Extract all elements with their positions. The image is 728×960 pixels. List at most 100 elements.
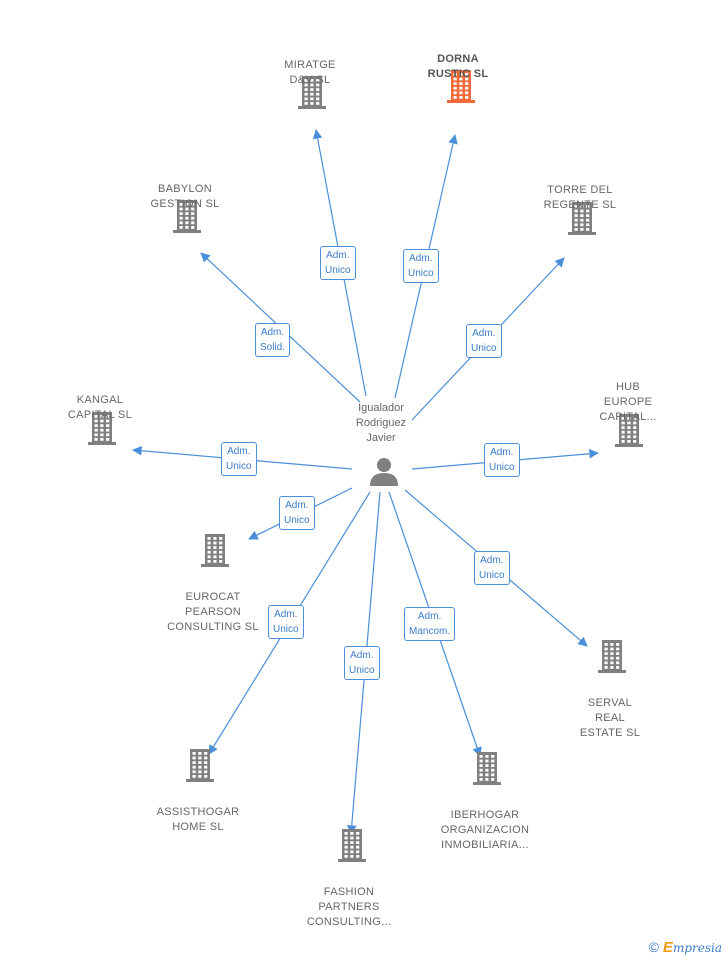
person-icon[interactable]	[368, 455, 400, 487]
company-node-torre[interactable]	[565, 200, 599, 236]
company-label-line: INMOBILIARIA...	[441, 839, 529, 851]
company-label-line: PEARSON	[185, 606, 241, 618]
building-icon	[473, 752, 501, 785]
relation-badge-fashion: Adm. Unico	[344, 646, 380, 680]
relation-badge-hub: Adm.Unico	[484, 443, 520, 477]
copyright-symbol: ©	[648, 939, 659, 955]
center-name-line-1: Igualador	[358, 402, 404, 414]
company-label-line: FASHION	[323, 886, 375, 898]
company-label-fashion[interactable]: FASHION PARTNERS CONSULTING...	[274, 885, 424, 930]
building-icon	[338, 829, 366, 862]
company-label-line: D&V SL	[289, 74, 331, 86]
relation-badge-line: Adm.	[409, 253, 433, 264]
company-label-line: RUSTIC SL	[427, 68, 489, 80]
company-node-dorna[interactable]	[444, 68, 478, 104]
company-label-assisthogar[interactable]: ASSISTHOGAR HOME SL	[123, 805, 273, 835]
company-node-hub[interactable]	[612, 412, 646, 448]
relation-badge-line: Unico	[325, 265, 351, 276]
company-label-serval[interactable]: SERVAL REAL ESTATE SL	[535, 696, 685, 741]
relation-badge-line: Unico	[408, 268, 434, 279]
building-icon	[447, 70, 475, 103]
building-icon	[568, 202, 596, 235]
relation-badge-line: Adm.	[350, 650, 374, 661]
footer-brand: ©Empresia	[649, 939, 722, 956]
company-node-miratge[interactable]	[295, 74, 329, 110]
company-label-line: CAPITAL...	[599, 411, 657, 423]
company-label-line: IBERHOGAR	[450, 809, 520, 821]
edges-layer	[132, 129, 599, 835]
brand-logo-text: mpresia	[672, 941, 722, 955]
relation-badge-line: Adm.	[472, 328, 496, 339]
building-icon	[186, 749, 214, 782]
company-label-line: CAPITAL SL	[67, 409, 133, 421]
company-label-line: REAL	[595, 712, 625, 724]
relation-badge-line: Unico	[479, 570, 505, 581]
company-node-eurocat[interactable]	[198, 532, 232, 568]
relation-badge-line: Unico	[349, 665, 375, 676]
company-label-line: HOME SL	[172, 821, 224, 833]
company-label-babylon[interactable]: BABYLON GESTION SL	[110, 182, 260, 212]
relation-badge-line: Adm.	[227, 446, 251, 457]
building-icon	[298, 76, 326, 109]
company-label-line: PARTNERS	[318, 901, 380, 913]
building-icon	[173, 200, 201, 233]
company-node-serval[interactable]	[595, 638, 629, 674]
relation-badge-torre: Adm. Unico	[466, 324, 502, 358]
company-label-line: SERVAL	[587, 697, 633, 709]
company-label-line: KANGAL	[76, 394, 124, 406]
relation-badge-iberhogar: Adm. Mancom.	[404, 607, 456, 641]
relation-badge-line: Adm.	[417, 611, 442, 622]
company-label-eurocat[interactable]: EUROCAT PEARSON CONSULTING SL	[138, 590, 288, 635]
company-label-line: BABYLON	[157, 183, 213, 195]
relation-badge-dorna: Adm. Unico	[403, 249, 439, 283]
company-label-line: EUROCAT	[185, 591, 241, 603]
relation-badge-line: Adm.	[260, 327, 285, 338]
relation-badge-assisthogar: Adm. Unico	[268, 605, 304, 639]
relation-badge-line: Adm.	[490, 447, 514, 458]
relation-badge-line: Adm.	[274, 609, 298, 620]
relation-badge-babylon: Adm.Solid.	[255, 323, 291, 357]
relation-badge-line: Adm.	[326, 250, 350, 261]
company-label-line: GESTION SL	[150, 198, 220, 210]
company-label-line: HUB	[615, 381, 641, 393]
company-label-line: CONSULTING...	[306, 916, 392, 928]
company-label-kangal[interactable]: KANGAL CAPITAL SL	[25, 393, 175, 423]
company-label-line: ORGANIZACION	[440, 824, 530, 836]
relation-badge-line: Unico	[284, 515, 310, 526]
company-label-line: TORRE DEL	[547, 184, 613, 196]
company-label-line: REGENTE SL	[543, 199, 617, 211]
relation-badge-line: Mancom.	[409, 626, 451, 637]
relation-badge-kangal: Adm. Unico	[221, 442, 257, 476]
building-icon	[88, 412, 116, 445]
relation-badge-line: Adm.	[285, 500, 309, 511]
relation-badge-line: Unico	[226, 461, 252, 472]
company-node-kangal[interactable]	[85, 410, 119, 446]
building-icon	[201, 534, 229, 567]
company-node-babylon[interactable]	[170, 198, 204, 234]
relation-badge-line: Adm.	[480, 555, 504, 566]
relation-badge-eurocat: Adm. Unico	[279, 496, 315, 530]
relation-badge-line: Unico	[471, 343, 497, 354]
company-label-iberhogar[interactable]: IBERHOGAR ORGANIZACION INMOBILIARIA...	[410, 808, 560, 853]
company-label-line: ESTATE SL	[579, 727, 641, 739]
building-icon	[598, 640, 626, 673]
center-name-line-3: Javier	[366, 432, 396, 444]
company-node-iberhogar[interactable]	[470, 750, 504, 786]
company-label-torre[interactable]: TORRE DEL REGENTE SL	[505, 183, 655, 213]
company-label-line: CONSULTING SL	[167, 621, 259, 633]
company-label-line: DORNA	[437, 53, 479, 65]
center-name-line-2: Rodriguez	[355, 417, 407, 429]
brand-logo-letter: E	[662, 939, 673, 956]
relation-badge-line: Unico	[273, 624, 299, 635]
company-label-dorna[interactable]: DORNA RUSTIC SL	[383, 52, 533, 82]
building-icon	[615, 414, 643, 447]
company-node-fashion[interactable]	[335, 827, 369, 863]
company-node-assisthogar[interactable]	[183, 747, 217, 783]
center-person-label[interactable]: Igualador Rodriguez Javier	[336, 401, 426, 446]
company-label-line: ASSISTHOGAR	[156, 806, 240, 818]
relation-badge-serval: Adm. Unico	[474, 551, 510, 585]
relation-badge-miratge: Adm. Unico	[320, 246, 356, 280]
